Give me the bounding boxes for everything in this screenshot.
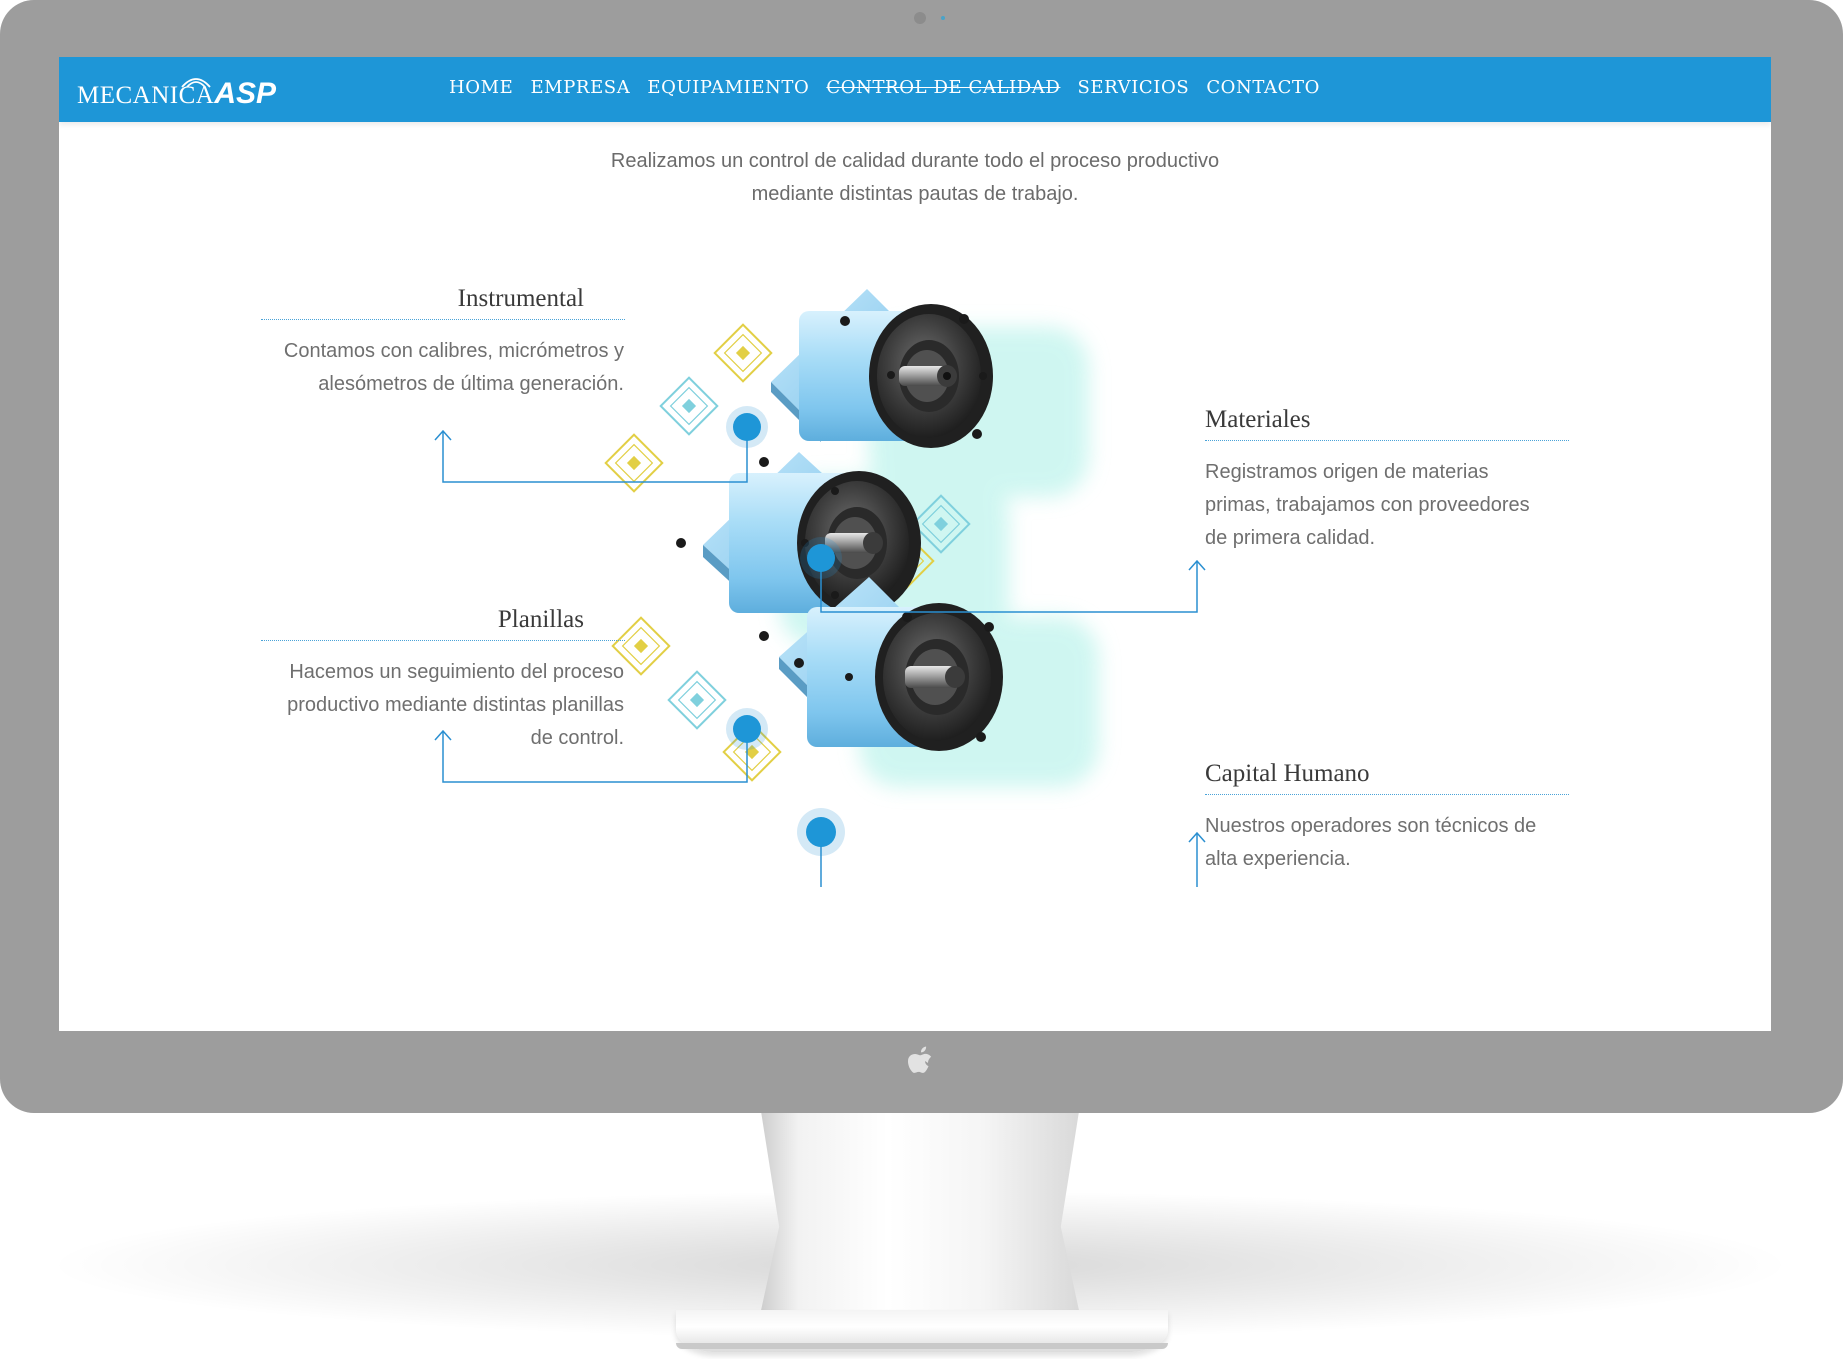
monitor-base-edge <box>676 1343 1168 1349</box>
diamond-chip-icon <box>713 323 773 383</box>
hotspot-dot-icon[interactable] <box>726 708 768 750</box>
diamond-chip-icon <box>611 616 671 676</box>
motor-illustration-bottom <box>779 577 1003 751</box>
arrow-up-icon <box>434 429 452 441</box>
top-navbar: MECANICA ASP HOME EMPRESA EQUIPAMIENTO C… <box>59 57 1771 122</box>
arrow-up-icon <box>434 729 452 741</box>
feature-desc-line: Hacemos un seguimiento del proceso <box>289 661 624 683</box>
nav-control-de-calidad[interactable]: CONTROL DE CALIDAD <box>826 77 1061 98</box>
feature-desc-line: alta experiencia. <box>1205 848 1351 870</box>
feature-rule-instrumental <box>261 319 625 320</box>
motor-illustration-middle <box>676 452 921 641</box>
nav-contacto[interactable]: CONTACTO <box>1206 77 1320 98</box>
feature-desc-instrumental: Contamos con calibres, micrómetros y ale… <box>220 335 624 401</box>
feature-title-planillas: Planillas <box>497 606 584 633</box>
connector-planillas <box>442 729 748 783</box>
hotspot-dot-icon[interactable] <box>797 808 845 856</box>
feature-rule-planillas <box>261 640 625 641</box>
diamond-chip-icon <box>659 376 719 436</box>
quality-diagram <box>434 289 1206 887</box>
feature-desc-line: de primera calidad. <box>1205 527 1376 549</box>
diamond-chip-icon <box>604 433 664 493</box>
feature-desc-materiales: Registramos origen de materias primas, t… <box>1205 456 1609 555</box>
nav-servicios[interactable]: SERVICIOS <box>1077 77 1190 98</box>
nav-empresa[interactable]: EMPRESA <box>530 77 631 98</box>
feature-title-capital-humano: Capital Humano <box>1205 760 1370 787</box>
camera-led <box>941 16 945 20</box>
motor-illustration-top <box>771 289 993 448</box>
arrow-up-icon <box>1188 559 1206 571</box>
feature-rule-materiales <box>1205 440 1569 441</box>
nav-home[interactable]: HOME <box>449 77 514 98</box>
feature-desc-line: productivo mediante distintas planillas <box>287 694 624 716</box>
connector-materiales <box>820 558 1198 613</box>
feature-title-materiales: Materiales <box>1205 406 1311 433</box>
intro-text: Realizamos un control de calidad durante… <box>59 145 1771 211</box>
intro-line-2: mediante distintas pautas de trabajo. <box>751 183 1079 205</box>
diamond-chip-icon <box>722 722 782 782</box>
feature-desc-capital-humano: Nuestros operadores son técnicos de alta… <box>1205 810 1609 876</box>
feature-desc-line: alesómetros de última generación. <box>318 373 624 395</box>
feature-desc-line: primas, trabajamos con proveedores <box>1205 494 1530 516</box>
connector-instrumental <box>442 427 748 483</box>
feature-title-instrumental: Instrumental <box>457 285 584 312</box>
logo-text-main: MECANICA <box>77 82 215 109</box>
browser-screen: MECANICA ASP HOME EMPRESA EQUIPAMIENTO C… <box>59 57 1771 1031</box>
monitor-stand <box>760 1105 1080 1315</box>
feature-desc-planillas: Hacemos un seguimiento del proceso produ… <box>220 656 624 755</box>
diamond-chip-icon <box>667 670 727 730</box>
nav-equipamiento[interactable]: EQUIPAMIENTO <box>647 77 810 98</box>
wifi-arc-icon <box>181 78 211 88</box>
feature-rule-capital-humano <box>1205 794 1569 795</box>
logo-text-accent: ASP <box>214 77 277 110</box>
feature-desc-line: de control. <box>530 727 624 749</box>
hotspot-dot-icon[interactable] <box>726 406 768 448</box>
intro-line-1: Realizamos un control de calidad durante… <box>610 150 1220 172</box>
monitor-bezel: MECANICA ASP HOME EMPRESA EQUIPAMIENTO C… <box>0 0 1843 1113</box>
diamond-chip-icon <box>911 494 971 554</box>
feature-desc-line: Nuestros operadores son técnicos de <box>1205 815 1537 837</box>
feature-desc-line: Contamos con calibres, micrómetros y <box>283 340 624 362</box>
site-logo[interactable]: MECANICA ASP <box>77 73 276 109</box>
main-nav: HOME EMPRESA EQUIPAMIENTO CONTROL DE CAL… <box>449 77 1337 98</box>
apple-logo-icon <box>908 1046 932 1073</box>
camera-icon <box>914 12 926 24</box>
feature-desc-line: Registramos origen de materias <box>1205 461 1489 483</box>
hotspot-dot-icon[interactable] <box>800 537 842 579</box>
